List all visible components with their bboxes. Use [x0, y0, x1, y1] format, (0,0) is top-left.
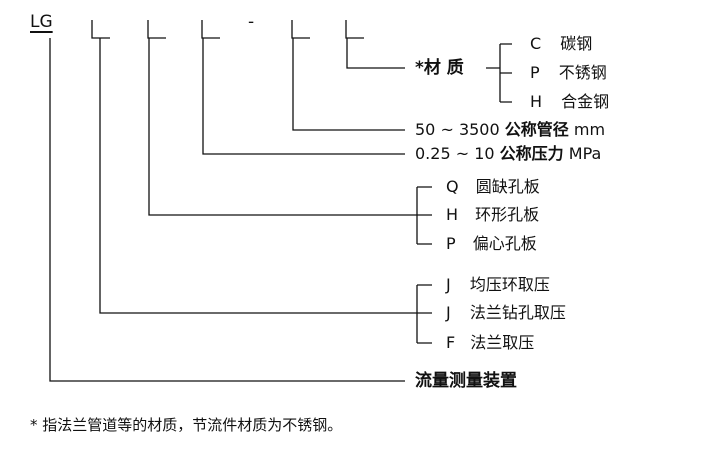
orifice-bracket [416, 186, 432, 245]
material-option-c: C 碳钢 [530, 36, 592, 52]
code-box-5 [345, 20, 364, 39]
pressure-spec: 0.25 ~ 10 公称压力 MPa [415, 146, 601, 162]
material-connector [346, 38, 405, 69]
orifice-option-text: 环形孔板 [475, 205, 540, 224]
material-option-code: H [530, 92, 543, 111]
tapping-option-code: J [446, 275, 451, 294]
tapping-bracket [416, 284, 432, 344]
device-connector [49, 38, 405, 382]
orifice-connector [148, 38, 417, 216]
footnote: * 指法兰管道等的材质，节流件材质为不锈钢。 [30, 416, 343, 434]
material-option-text: 不锈钢 [558, 63, 607, 82]
tapping-connector [99, 38, 417, 314]
orifice-option-h: H 环形孔板 [446, 207, 539, 223]
diameter-spec: 50 ~ 3500 公称管径 mm [415, 122, 605, 138]
tapping-option-code: F [446, 333, 456, 352]
code-prefix: LG [30, 12, 53, 32]
material-option-h: H 合金钢 [530, 94, 609, 110]
pressure-unit: MPa [568, 144, 602, 163]
tapping-option-f: F 法兰取压 [446, 335, 534, 351]
code-box-1 [91, 20, 110, 39]
orifice-option-text: 圆缺孔板 [475, 177, 540, 196]
diameter-connector [292, 38, 405, 131]
material-option-code: C [530, 34, 542, 53]
material-option-p: P 不锈钢 [530, 65, 607, 81]
tapping-option-text: 均压环取压 [469, 275, 550, 294]
orifice-option-p: P 偏心孔板 [446, 236, 537, 252]
material-option-text: 合金钢 [561, 92, 610, 111]
material-option-text: 碳钢 [560, 34, 593, 53]
tapping-option-j1: J 均压环取压 [446, 277, 550, 293]
diameter-unit: mm [573, 120, 606, 139]
material-option-code: P [530, 63, 540, 82]
device-label: 流量测量装置 [415, 371, 517, 391]
tapping-option-text: 法兰取压 [470, 333, 535, 352]
orifice-option-code: P [446, 234, 456, 253]
diameter-name: 公称管径 [504, 120, 569, 139]
material-label: *材 质 [415, 58, 464, 78]
diameter-range: 50 ~ 3500 [415, 120, 500, 139]
code-box-3 [201, 20, 220, 39]
orifice-option-code: H [446, 205, 459, 224]
pressure-name: 公称压力 [499, 144, 564, 163]
orifice-option-text: 偏心孔板 [472, 234, 537, 253]
pressure-range: 0.25 ~ 10 [415, 144, 495, 163]
tapping-option-j2: J 法兰钻孔取压 [446, 305, 566, 321]
code-box-4 [291, 20, 310, 39]
pressure-connector [202, 38, 405, 155]
tapping-option-text: 法兰钻孔取压 [469, 303, 566, 322]
code-separator: - [248, 12, 255, 32]
orifice-option-code: Q [446, 177, 459, 196]
tapping-option-code: J [446, 303, 451, 322]
orifice-option-q: Q 圆缺孔板 [446, 179, 540, 195]
material-bracket [486, 43, 512, 103]
code-box-2 [147, 20, 166, 39]
